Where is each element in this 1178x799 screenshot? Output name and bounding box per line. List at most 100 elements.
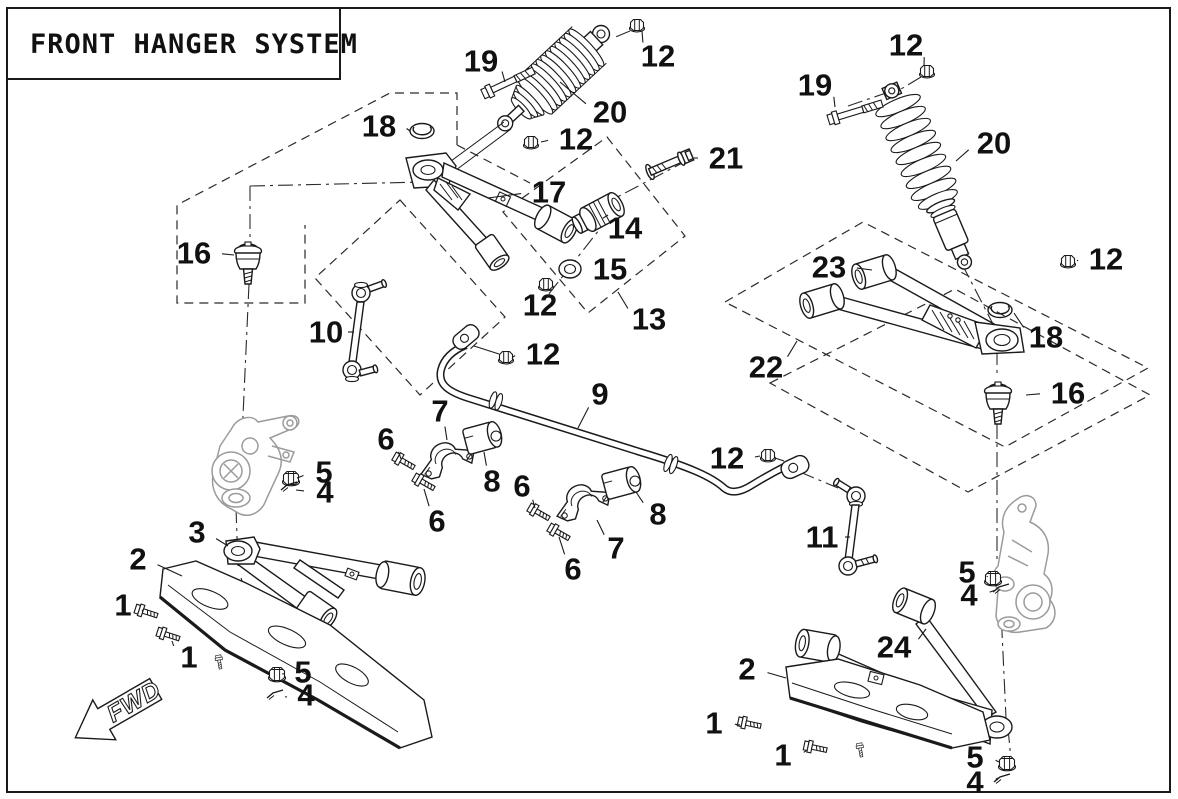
part-callout-10: 10 — [309, 315, 354, 350]
part-number-label: 12 — [641, 39, 675, 74]
part-number-label: 6 — [428, 504, 445, 539]
castle-nut-5 — [983, 570, 1003, 587]
part-number-label: 7 — [607, 531, 624, 566]
skid-plate-right — [785, 658, 991, 750]
part-callout-4: 4 — [285, 678, 315, 713]
part-callout-12: 12 — [641, 30, 675, 74]
part-callout-15: 15 — [593, 252, 627, 287]
part-number-label: 12 — [889, 28, 923, 63]
pivot-bushing-14 — [571, 191, 625, 235]
nut-12 — [759, 448, 777, 463]
part-callout-5: 5 — [282, 655, 312, 690]
part-callout-12: 12 — [1076, 242, 1123, 277]
part-callout-6: 6 — [558, 536, 582, 587]
callout-leader-line — [833, 96, 836, 108]
part-number-label: 1 — [774, 738, 791, 773]
nut-12 — [1059, 254, 1077, 269]
part-callout-12: 12 — [710, 441, 761, 476]
part-callout-8: 8 — [635, 491, 667, 532]
part-number-label: 19 — [798, 68, 832, 103]
callout-leader-line — [444, 426, 448, 441]
callout-leader-line — [917, 628, 927, 640]
part-number-label: 16 — [1051, 376, 1085, 411]
part-number-label: 12 — [523, 288, 557, 323]
part-number-label: 21 — [709, 141, 743, 176]
callout-leader-line — [406, 128, 411, 132]
nut-12 — [497, 350, 515, 365]
part-number-label: 12 — [559, 122, 593, 157]
callout-leader-line — [856, 267, 873, 271]
part-number-label: 18 — [362, 109, 396, 144]
part-number-label: 3 — [188, 515, 205, 550]
part-callout-3: 3 — [188, 515, 229, 550]
part-number-label: 15 — [593, 252, 627, 287]
callout-leader-line — [546, 288, 552, 291]
washer-15 — [558, 259, 582, 279]
part-number-label: 10 — [309, 315, 343, 350]
part-callout-16: 16 — [177, 236, 235, 271]
part-callout-2: 2 — [738, 652, 787, 687]
callout-leader-line — [296, 474, 304, 479]
part-callout-13: 13 — [617, 291, 666, 337]
part-number-label: 4 — [316, 475, 334, 510]
part-callout-19: 19 — [798, 68, 836, 108]
part-number-label: 11 — [806, 520, 839, 555]
steering-knuckle-left — [211, 414, 300, 516]
pivot-bolt-21 — [645, 147, 695, 181]
part-number-label: 17 — [532, 175, 566, 210]
part-callout-4: 4 — [295, 475, 334, 510]
callout-leader-line — [558, 536, 566, 555]
callout-leader-line — [398, 451, 402, 460]
part-number-label: 4 — [966, 765, 984, 799]
part-number-label: 24 — [877, 630, 912, 665]
part-callout-18: 18 — [362, 109, 411, 144]
part-number-label: 12 — [526, 337, 560, 372]
part-number-label: 5 — [315, 455, 332, 490]
part-callout-1: 1 — [171, 640, 198, 675]
nut-12 — [628, 18, 646, 33]
part-number-label: 13 — [632, 302, 666, 337]
stabilizer-link-11 — [832, 477, 879, 576]
callout-leader-line — [734, 723, 741, 726]
upper-control-arm-right — [799, 254, 1025, 355]
part-callout-7: 7 — [431, 394, 449, 441]
callout-leader-line — [787, 340, 798, 357]
callout-leader-line — [1013, 312, 1025, 328]
upper-control-arm-left — [405, 122, 579, 271]
part-number-label: 5 — [294, 655, 311, 690]
part-callout-1: 1 — [114, 588, 144, 623]
shock-absorber-left — [496, 24, 611, 132]
callout-leader-line — [641, 30, 644, 43]
part-callout-8: 8 — [483, 451, 501, 499]
part-callout-22: 22 — [749, 340, 798, 385]
callout-leader-line — [157, 564, 183, 577]
castle-nut-5 — [997, 755, 1017, 772]
callout-leader-line — [635, 491, 644, 504]
part-number-label: 2 — [738, 652, 755, 687]
lower-control-arm-left — [223, 536, 426, 630]
page-title: FRONT HANGER SYSTEM — [30, 29, 358, 60]
part-number-label: 6 — [513, 469, 530, 504]
callout-leader-line — [577, 407, 590, 429]
part-callout-24: 24 — [877, 628, 927, 665]
part-callout-12: 12 — [540, 122, 593, 157]
callout-leader-line — [596, 519, 605, 536]
drawing-border — [6, 7, 1171, 793]
callout-leader-line — [141, 609, 144, 612]
part-callout-19: 19 — [464, 44, 506, 83]
callout-leader-line — [1025, 393, 1041, 396]
callout-leader-line — [617, 291, 629, 309]
part-callout-1: 1 — [774, 738, 807, 773]
nut-12 — [522, 135, 540, 150]
part-number-label: 20 — [977, 126, 1011, 161]
part-callout-1: 1 — [705, 706, 741, 741]
part-callout-4: 4 — [960, 578, 997, 613]
part-callout-4: 4 — [966, 765, 999, 799]
part-number-label: 1 — [180, 640, 197, 675]
part-callout-6: 6 — [423, 488, 446, 539]
callout-leader-line — [423, 488, 430, 507]
callout-leader-line — [540, 139, 549, 143]
